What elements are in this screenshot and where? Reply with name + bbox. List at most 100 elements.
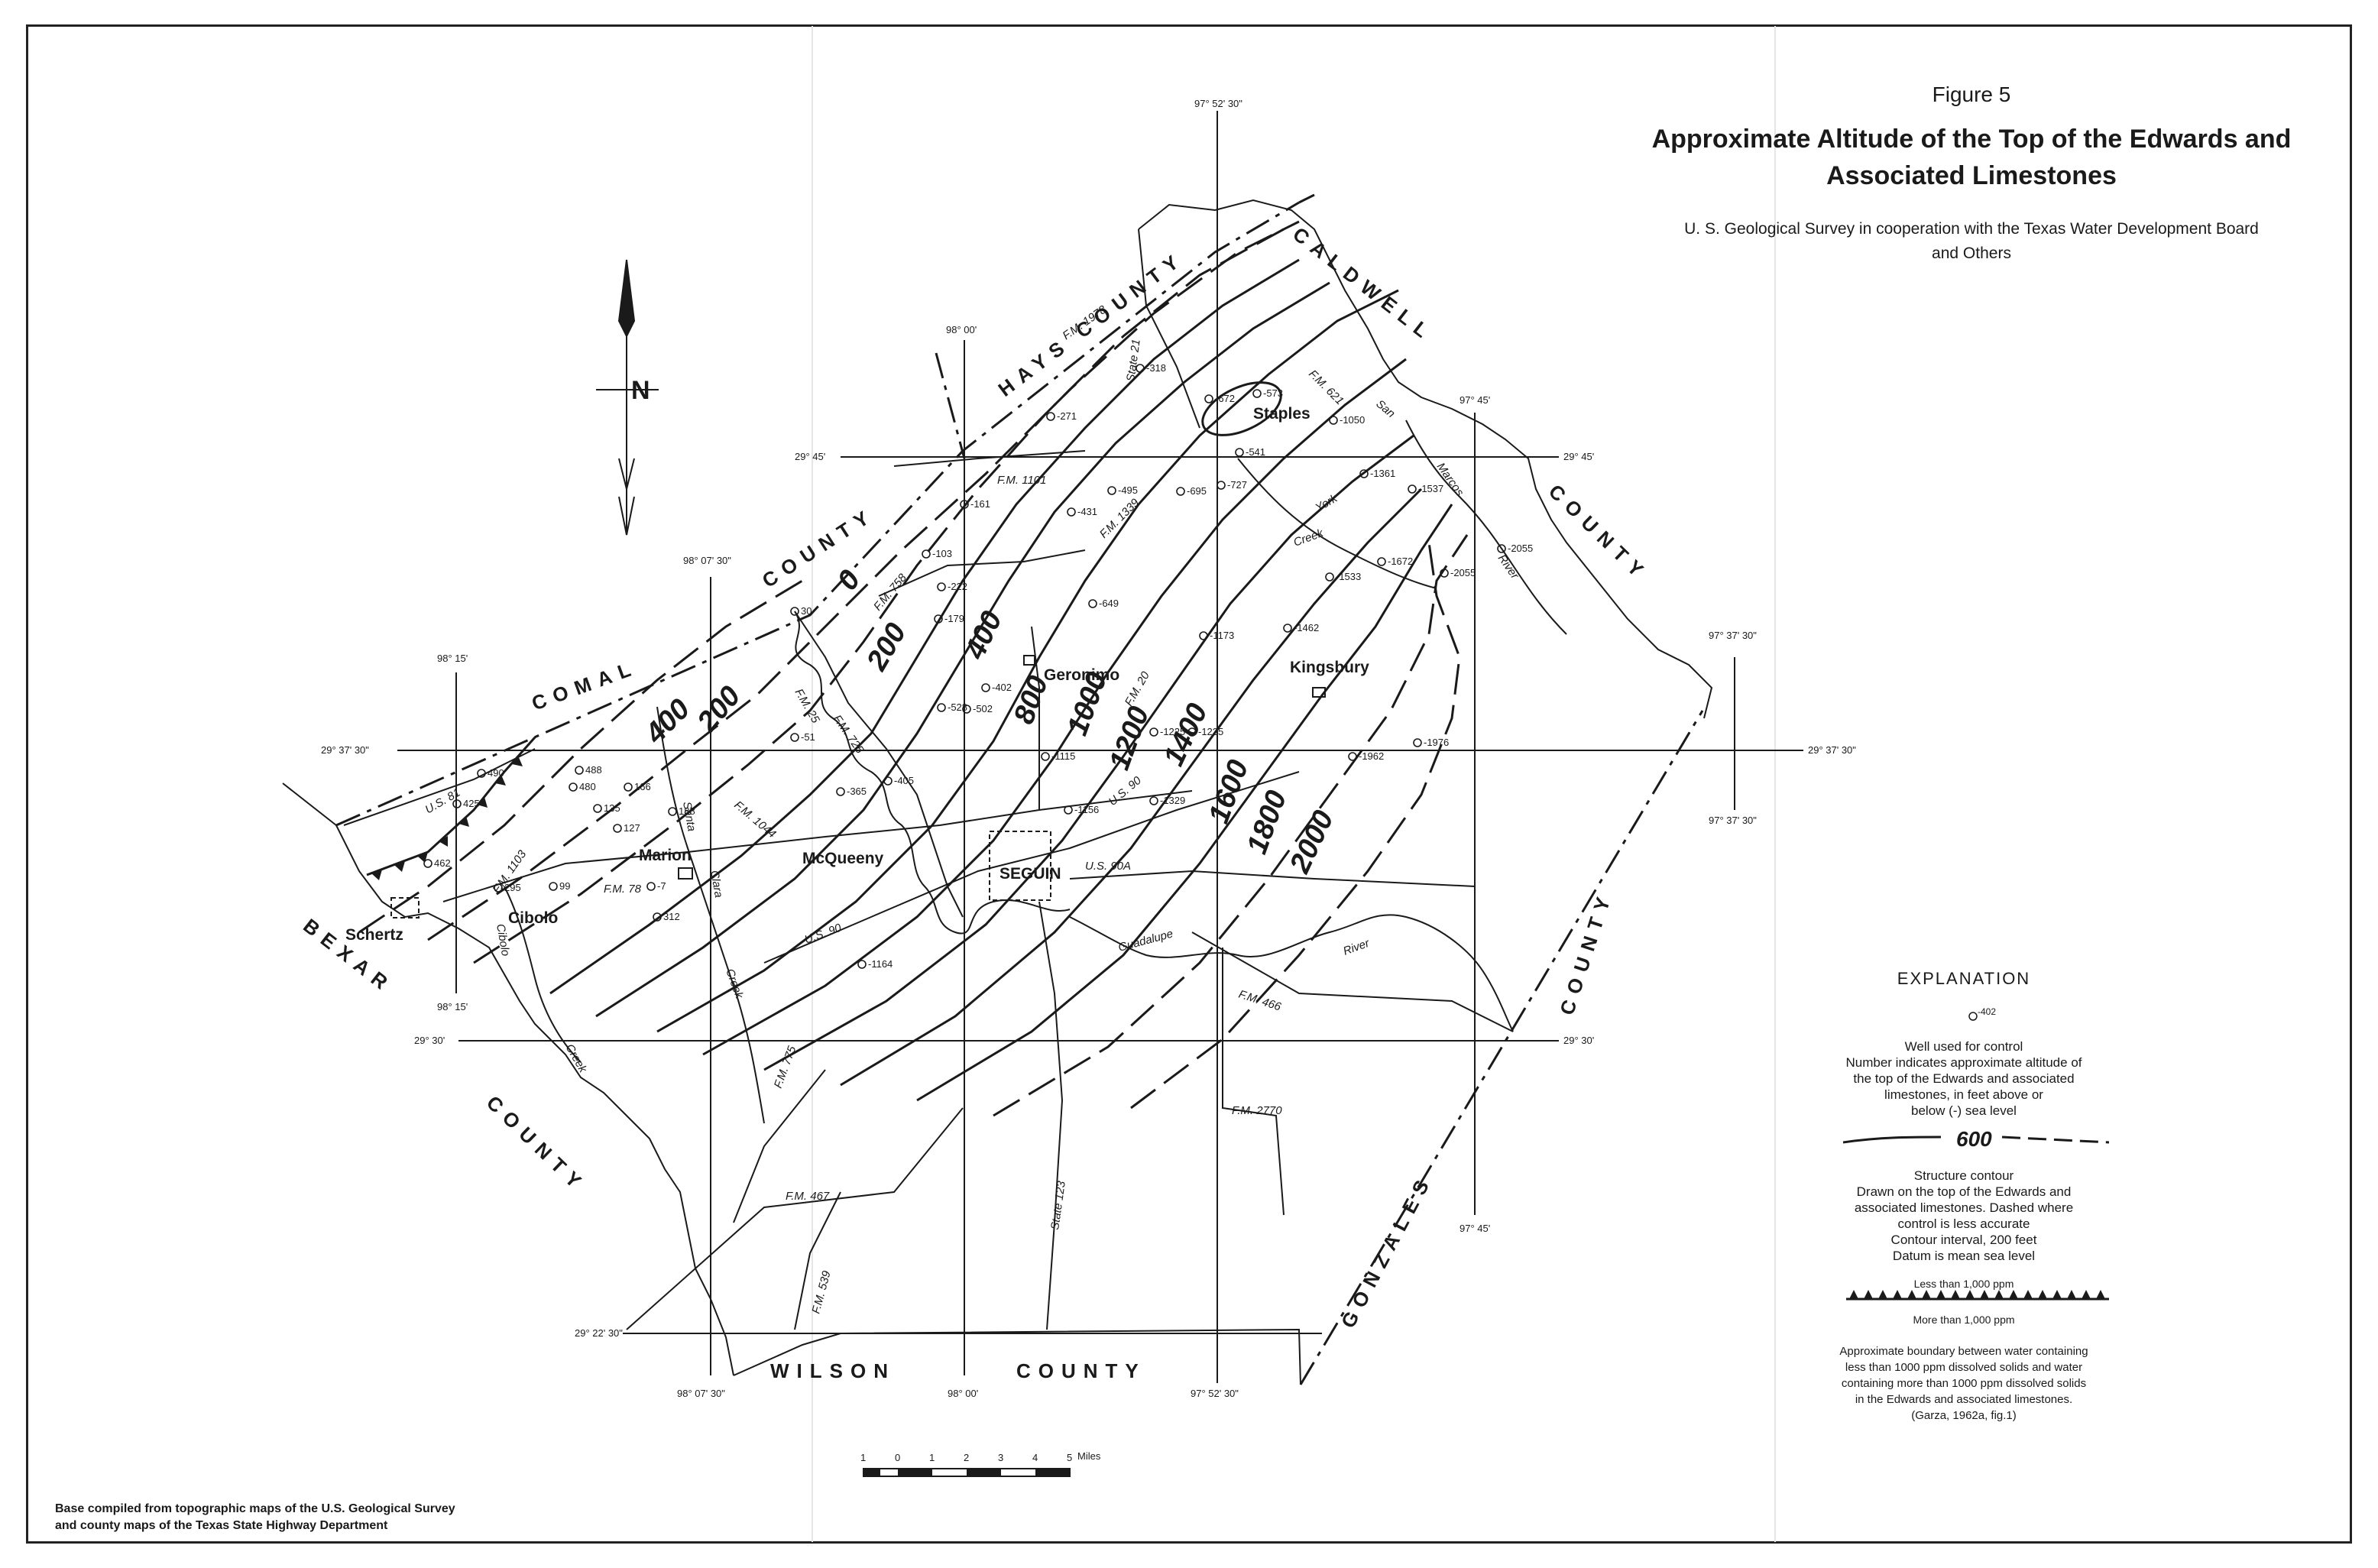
well-marker: [1377, 557, 1386, 566]
well-marker: [1217, 481, 1226, 490]
gonzales-boundary: [1299, 710, 1704, 1385]
town-label-mcqueeny: McQueeny: [802, 850, 884, 867]
coord-2930-e: 29° 30': [1563, 1035, 1594, 1046]
river-label-river: River: [1342, 936, 1372, 957]
north-arrow: [596, 259, 659, 536]
contour-closed-staples: [1201, 381, 1282, 436]
contour-value-label: 200: [860, 618, 913, 677]
scale-tick-label: 2: [964, 1452, 969, 1463]
well-value: 295: [504, 882, 521, 893]
contour-1800: [993, 534, 1469, 1117]
well-marker: [1204, 394, 1213, 403]
river-label-cibolo: Cibolo: [494, 923, 512, 957]
well-marker: [1136, 364, 1145, 373]
well-value: -1672: [1388, 556, 1413, 567]
scale-tick-label: 4: [1032, 1452, 1038, 1463]
boundary-triangle: [1965, 1290, 1975, 1299]
scale-tick-label: 1: [929, 1452, 935, 1463]
boundary-triangle: [2067, 1290, 2076, 1299]
figure-number: Figure 5: [1932, 83, 2011, 106]
fold-line: [1774, 26, 1776, 1542]
well-value: 188: [679, 805, 695, 817]
well-marker: [494, 883, 503, 893]
southwest-boundary: [282, 782, 734, 1376]
contour-1400: [840, 488, 1423, 1087]
well-value: 312: [663, 911, 680, 922]
boundary-triangle: [1951, 1290, 1960, 1299]
northeast-boundary: [1138, 199, 1713, 719]
well-value: -271: [1057, 410, 1077, 422]
road-label-fm466: F.M. 466: [1237, 988, 1283, 1014]
well-value: -727: [1227, 479, 1247, 491]
well-value: -402: [992, 682, 1012, 693]
explanation-heading: EXPLANATION: [1897, 969, 2031, 988]
well-marker: [1088, 599, 1097, 608]
credit-line-1: Base compiled from topographic maps of t…: [55, 1502, 455, 1515]
river-label-clara-creek: Creek: [723, 967, 746, 1002]
marion-marker: [678, 867, 693, 880]
well-value: 127: [624, 822, 640, 834]
scale-tick-label: 1: [860, 1452, 866, 1463]
coord-293730-w: 29° 37' 30": [321, 744, 369, 756]
well-value: -1329: [1160, 795, 1185, 806]
coord-2945-e: 29° 45': [1563, 451, 1594, 462]
well-value: -502: [973, 703, 993, 714]
county-label-wilson-county: COUNTY: [1016, 1359, 1146, 1382]
well-marker: [883, 776, 893, 786]
road-label-us90a: U.S. 90A: [1085, 860, 1131, 873]
well-marker: [1325, 572, 1334, 582]
well-value: -672: [1215, 393, 1235, 404]
well-marker: [1107, 486, 1116, 495]
town-label-seguin: SEGUIN: [999, 865, 1061, 883]
coord-980730-bot: 98° 07' 30": [677, 1388, 725, 1399]
well-marker: [1041, 752, 1050, 761]
explanation-boundary-text-4: in the Edwards and associated limestones…: [1855, 1393, 2073, 1406]
contour-1200: [763, 434, 1414, 1071]
guadalupe-upper: [794, 611, 964, 918]
well-marker: [1283, 624, 1292, 633]
road-label-fm78: F.M. 78: [604, 883, 642, 896]
road-label-state123: State 123: [1048, 1180, 1068, 1231]
well-value: -222: [948, 581, 967, 592]
well-value: 490: [488, 767, 504, 779]
well-value: -1361: [1370, 468, 1395, 479]
river-label-cibolo-creek: Creek: [563, 1042, 590, 1076]
santa-clara-creek: [656, 706, 765, 1124]
explanation-contour-text-1: Structure contour: [1913, 1168, 2014, 1183]
town-label-marion: Marion: [639, 847, 692, 864]
well-marker: [1329, 416, 1338, 425]
road-fm758: [878, 549, 1086, 597]
town-label-staples: Staples: [1253, 405, 1310, 423]
boundary-triangle: [2023, 1290, 2033, 1299]
well-value: -405: [894, 775, 914, 786]
well-value: -2055: [1450, 567, 1476, 578]
boundary-triangle: [1922, 1290, 1931, 1299]
road-us90a: [1069, 870, 1476, 887]
well-marker: [569, 782, 578, 792]
figure-subtitle-line-2: and Others: [1932, 245, 2011, 262]
scale-tick-label: 5: [1067, 1452, 1072, 1463]
boundary-triangle: [2038, 1290, 2047, 1299]
river-label-guadalupe: Guadalupe: [1117, 927, 1174, 954]
well-marker: [1176, 487, 1185, 496]
explanation-well-text-4: limestones, in feet above or: [1884, 1087, 2043, 1102]
coord-973730-side: 97° 37' 30": [1709, 815, 1757, 826]
well-marker: [937, 582, 946, 591]
well-marker: [962, 705, 971, 714]
well-value: -2055: [1508, 543, 1533, 554]
well-marker: [593, 804, 602, 813]
explanation-contour-text-5: Contour interval, 200 feet: [1890, 1233, 2037, 1247]
town-label-geronimo: Geronimo: [1044, 666, 1119, 684]
river-label-clara: Clara: [708, 870, 725, 899]
seguin-outline: [989, 831, 1051, 901]
boundary-triangle: [2052, 1290, 2062, 1299]
coord-9800-top: 98° 00': [946, 324, 977, 335]
explanation-contour-text-3: associated limestones. Dashed where: [1854, 1200, 2074, 1215]
south-boundary: [733, 1328, 1301, 1385]
structure-contours: [358, 220, 1469, 1117]
explanation-contour-text-2: Drawn on the top of the Edwards and: [1856, 1184, 2072, 1199]
well-value: -1164: [868, 958, 893, 970]
road-state21: [1138, 228, 1200, 429]
boundary-triangle: [1907, 1290, 1916, 1299]
